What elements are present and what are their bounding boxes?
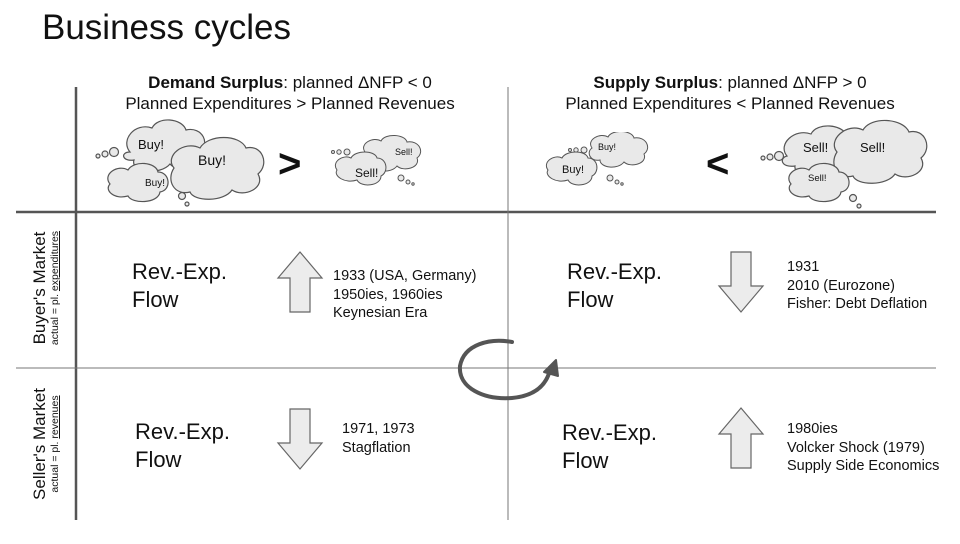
buy-cloud-label-small-2: Buy!: [562, 164, 585, 176]
sell-cloud-label-2: Sell!: [355, 166, 379, 180]
cell-buyers-supply-flow: Rev.-Exp. Flow: [567, 259, 662, 312]
sell-clouds-large-supply: [760, 119, 928, 209]
supply-condition: : planned ΔNFP > 0: [718, 73, 867, 92]
column-header-supply: Supply Surplus: planned ΔNFP > 0 Planned…: [510, 72, 950, 114]
greater-than-symbol: >: [278, 142, 302, 186]
buy-cloud-label-2: Buy!: [198, 152, 227, 168]
cell-sellers-demand-examples: 1971, 1973 Stagflation: [342, 421, 415, 456]
cell-buyers-demand-flow: Rev.-Exp. Flow: [132, 259, 227, 312]
sell-cloud-label-1: Sell!: [395, 147, 413, 157]
demand-condition: : planned ΔNFP < 0: [283, 73, 432, 92]
sell-clouds-small-demand: [331, 135, 422, 186]
less-than-symbol: <: [706, 142, 730, 186]
buy-cloud-label-small-1: Buy!: [598, 142, 617, 152]
cell-buyers-supply-examples: 1931 2010 (Eurozone) Fisher: Debt Deflat…: [787, 259, 928, 312]
row-label-sellers-market: Seller's Market actual = pl. revenues: [30, 344, 66, 544]
demand-surplus-label: Demand Surplus: [148, 73, 284, 92]
demand-subheading: Planned Expenditures > Planned Revenues: [125, 94, 455, 113]
sell-cloud-label-large-3: Sell!: [808, 173, 827, 184]
sellers-market-label: Seller's Market: [30, 388, 49, 500]
column-header-demand: Demand Surplus: planned ΔNFP < 0 Planned…: [80, 72, 500, 114]
cycle-arrow-icon: [457, 338, 559, 401]
sell-cloud-label-large-2: Sell!: [860, 140, 886, 155]
buy-clouds-large-demand: [95, 119, 265, 207]
cell-buyers-demand-examples: 1933 (USA, Germany) 1950ies, 1960ies Key…: [333, 268, 477, 321]
up-arrow-icon: [276, 251, 324, 313]
page-title: Business cycles: [42, 8, 291, 47]
down-arrow-icon: [717, 251, 765, 313]
sell-cloud-label-large-1: Sell!: [803, 140, 829, 155]
cell-sellers-demand-flow: Rev.-Exp. Flow: [135, 419, 230, 472]
up-arrow-icon: [717, 407, 765, 469]
supply-subheading: Planned Expenditures < Planned Revenues: [565, 94, 895, 113]
down-arrow-icon: [276, 408, 324, 470]
buy-cloud-label-3: Buy!: [145, 178, 166, 189]
supply-surplus-label: Supply Surplus: [593, 73, 719, 92]
buy-cloud-label-1: Buy!: [138, 137, 165, 152]
cell-sellers-supply-examples: 1980ies Volcker Shock (1979) Supply Side…: [787, 421, 940, 474]
cell-sellers-supply-flow: Rev.-Exp. Flow: [562, 420, 657, 473]
sellers-market-sublabel: actual = pl. revenues: [49, 395, 61, 493]
buy-clouds-small-supply: [546, 132, 649, 186]
